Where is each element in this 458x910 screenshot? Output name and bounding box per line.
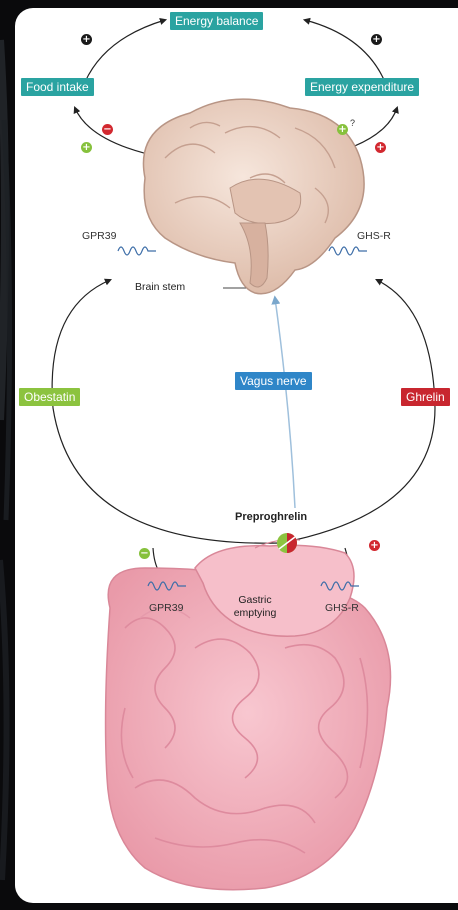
arrow-ghrelin-loop: [295, 280, 435, 540]
minus-badge-green-gut: −: [139, 548, 150, 559]
question-mark: ?: [350, 118, 355, 128]
plus-badge-right: +: [371, 34, 382, 45]
label-gastric-emptying: Gastric emptying: [220, 594, 290, 620]
brain-icon: [143, 99, 364, 294]
label-ghsr-gut: GHS-R: [325, 602, 359, 614]
label-gpr39-brain: GPR39: [82, 230, 116, 242]
arrow-food-to-balance: [85, 20, 165, 82]
label-vagus-nerve: Vagus nerve: [235, 372, 312, 390]
minus-badge-red-food: −: [102, 124, 113, 135]
receptor-coil-icon-ghsr-brain: [329, 247, 367, 255]
label-brain-stem: Brain stem: [135, 281, 185, 293]
label-energy-expenditure: Energy expenditure: [305, 78, 419, 96]
plus-badge-red-gut: +: [369, 540, 380, 551]
vagus-nerve-line: [275, 298, 295, 508]
label-ghsr-brain: GHS-R: [357, 230, 391, 242]
plus-badge-red-expenditure: +: [375, 142, 386, 153]
label-ghrelin: Ghrelin: [401, 388, 450, 406]
label-food-intake: Food intake: [21, 78, 94, 96]
diagram-card: Energy balance Food intake Energy expend…: [15, 8, 458, 903]
label-energy-balance: Energy balance: [170, 12, 263, 30]
plus-badge-green-food: +: [81, 142, 92, 153]
label-gpr39-gut: GPR39: [149, 602, 183, 614]
arrow-obestatin-loop: [52, 280, 280, 543]
arrow-expenditure-to-balance: [305, 20, 385, 82]
receptor-coil-icon-gpr39-brain: [118, 247, 156, 255]
label-preproghrelin: Preproghrelin: [235, 511, 307, 523]
plus-badge-green-expenditure: +: [337, 124, 348, 135]
preproghrelin-cell-icon: [277, 533, 297, 553]
label-obestatin: Obestatin: [19, 388, 80, 406]
plus-badge-left: +: [81, 34, 92, 45]
